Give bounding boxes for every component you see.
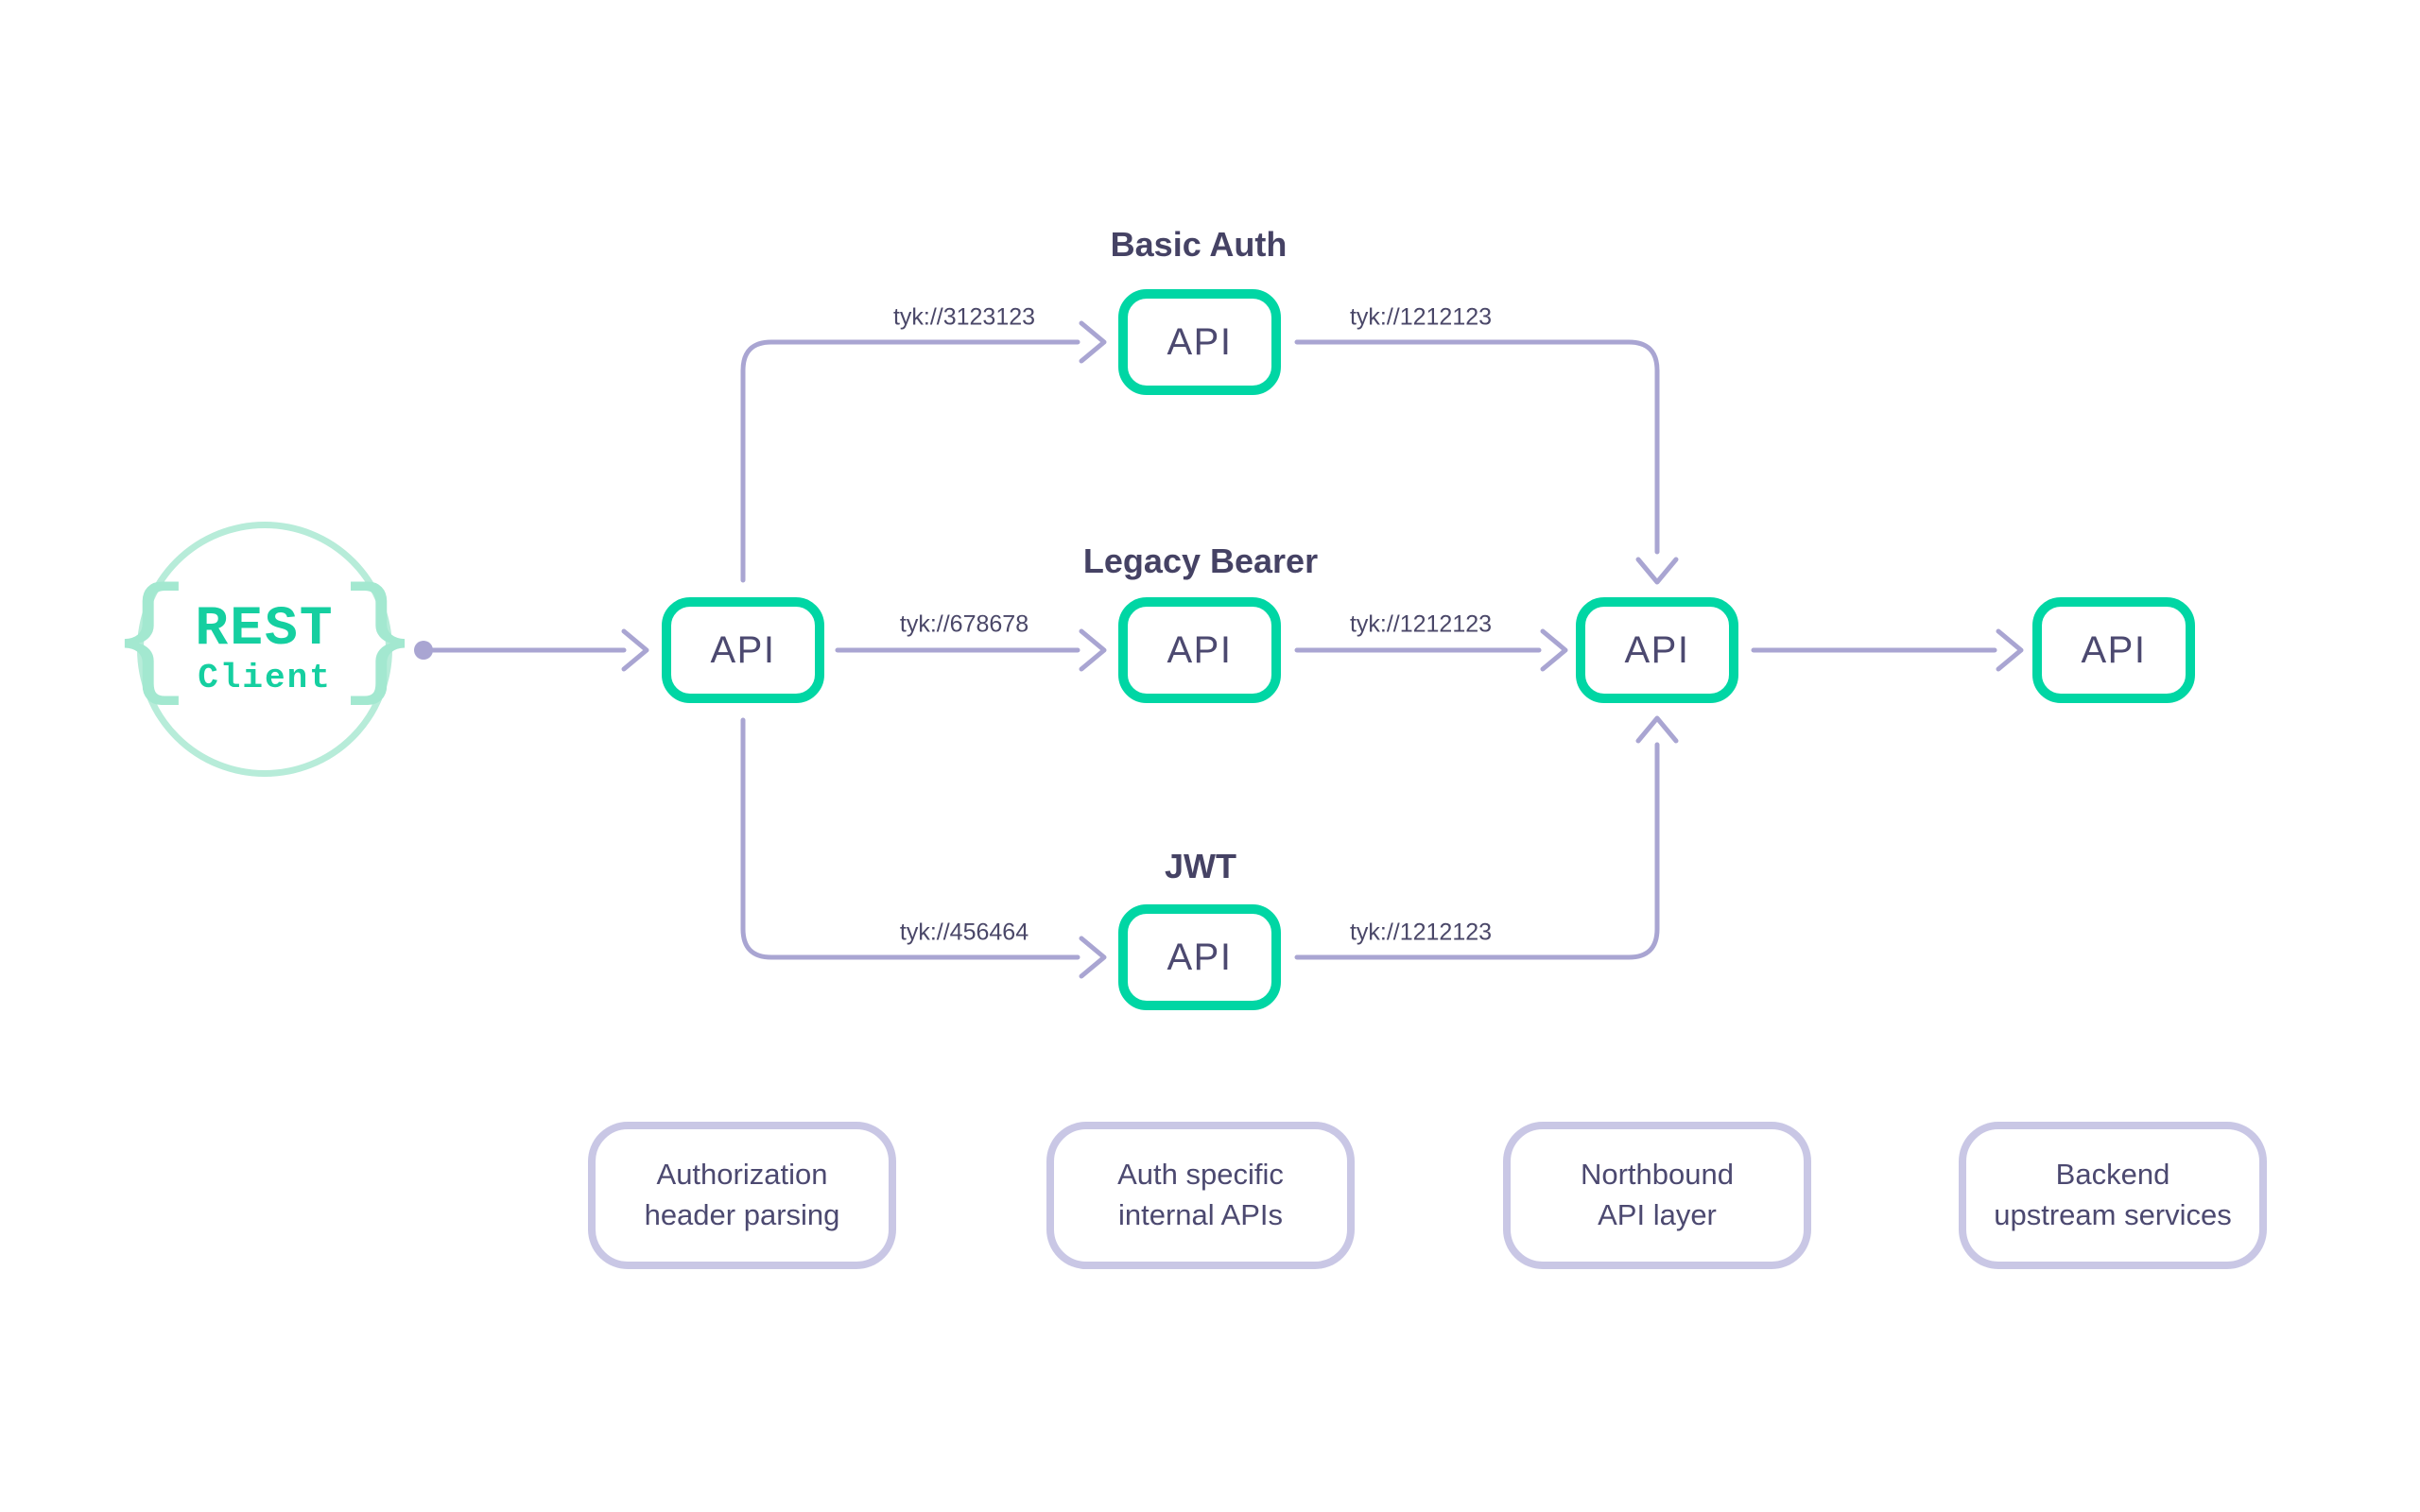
edge-label-legacy-to-north: tyk://1212123 [1349, 610, 1493, 638]
api-node-backend: API [2032, 597, 2195, 703]
api-node-gateway-label: API [710, 628, 776, 671]
caption-line: header parsing [644, 1198, 840, 1231]
group-title-basic-auth: Basic Auth [1110, 225, 1288, 264]
caption-line: Northbound [1580, 1158, 1734, 1192]
api-node-northbound: API [1576, 597, 1738, 703]
edge-basic-auth-northbound [1294, 339, 1660, 555]
arrowhead-down-into-northbound [1635, 557, 1679, 585]
caption-northbound-api-layer: Northbound API layer [1503, 1122, 1811, 1269]
api-node-gateway: API [662, 597, 824, 703]
api-node-backend-label: API [2081, 628, 2147, 671]
rest-client-logo: { REST Client } [110, 568, 420, 718]
edge-gateway-basic-auth [740, 339, 1080, 583]
edge-label-client-to-basic: tyk://3123123 [892, 303, 1036, 331]
arrowhead-into-basic-auth [1079, 320, 1107, 364]
caption-line: upstream services [1994, 1198, 2232, 1231]
rest-client-line2: Client [198, 659, 332, 697]
caption-backend-upstream-services: Backend upstream services [1959, 1122, 2267, 1269]
edge-label-client-to-legacy: tyk://678678 [899, 610, 1029, 638]
edge-gateway-jwt [740, 717, 1080, 960]
edge-label-client-to-jwt: tyk://456464 [899, 919, 1029, 946]
client-origin-dot [414, 641, 433, 660]
group-title-legacy-bearer: Legacy Bearer [1082, 541, 1319, 580]
arrowhead-into-backend [1996, 628, 2024, 672]
caption-line: internal APIs [1117, 1198, 1284, 1231]
caption-line: Auth specific [1117, 1158, 1284, 1192]
arrowhead-into-legacy-bearer [1079, 628, 1107, 672]
caption-authorization-header-parsing: Authorization header parsing [588, 1122, 896, 1269]
api-node-basic-auth-label: API [1167, 320, 1233, 363]
api-node-jwt-label: API [1167, 936, 1233, 978]
caption-line: Backend [2055, 1158, 2170, 1192]
edge-jwt-northbound [1294, 742, 1660, 960]
rest-client-node: { REST Client } [110, 522, 420, 777]
api-node-northbound-label: API [1624, 628, 1690, 671]
arrowhead-up-into-northbound [1635, 715, 1679, 744]
edge-label-basic-to-north: tyk://1212123 [1349, 303, 1493, 331]
api-node-basic-auth: API [1118, 289, 1281, 395]
api-node-legacy-bearer: API [1118, 597, 1281, 703]
arrowhead-into-gateway [621, 628, 649, 672]
caption-line: API layer [1598, 1198, 1717, 1231]
api-node-jwt: API [1118, 904, 1281, 1010]
arrowhead-into-northbound [1540, 628, 1568, 672]
group-title-jwt: JWT [1165, 847, 1236, 885]
arrowhead-into-jwt [1079, 936, 1107, 979]
caption-line: Authorization [656, 1158, 828, 1192]
rest-client-line1: REST [195, 599, 335, 661]
caption-auth-specific-internal-apis: Auth specific internal APIs [1046, 1122, 1355, 1269]
rest-client-label: REST Client [195, 603, 334, 696]
edge-label-jwt-to-north: tyk://1212123 [1349, 919, 1493, 946]
api-node-legacy-bearer-label: API [1167, 628, 1233, 671]
